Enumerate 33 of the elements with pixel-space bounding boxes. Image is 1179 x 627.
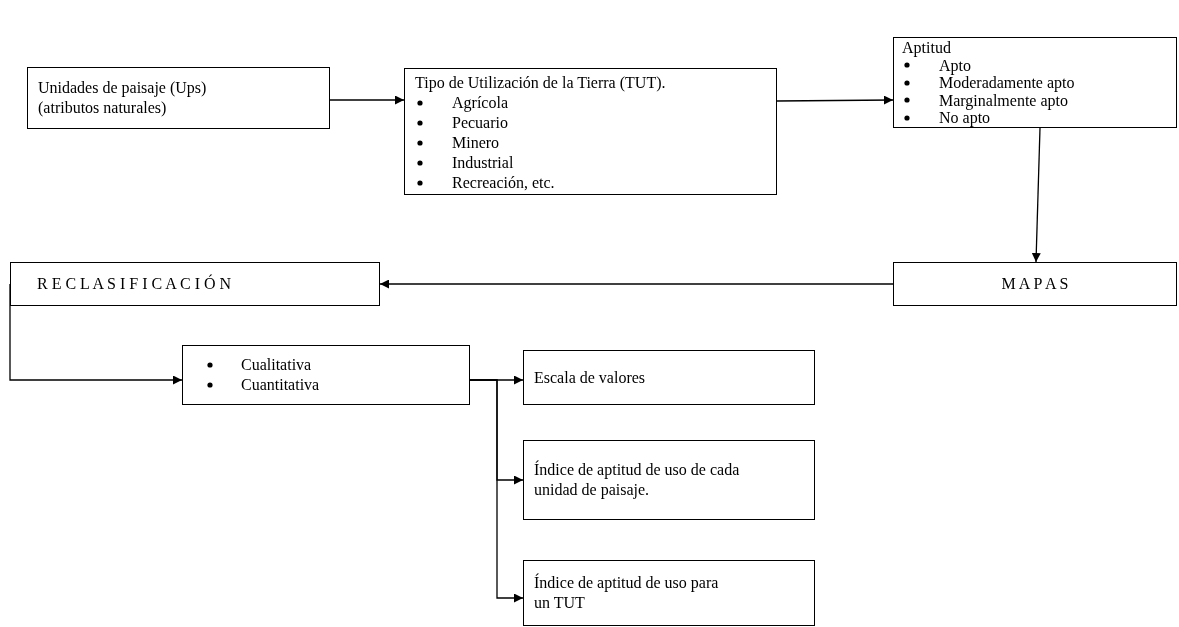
list-item-text: No apto	[939, 109, 991, 126]
process-box	[523, 440, 815, 520]
process-box	[182, 345, 470, 405]
list-item-text: Recreación, etc.	[452, 174, 555, 191]
list-item-text: Apto	[939, 56, 971, 74]
process-box	[893, 262, 1177, 306]
list-item-text: Marginalmente apto	[939, 91, 1068, 109]
process-box	[27, 67, 330, 129]
process-box	[404, 68, 777, 195]
arrow	[329, 95, 405, 105]
process-box	[523, 560, 815, 626]
list-item-text: Cuantitativa	[241, 376, 320, 393]
list-item-text: Moderadamente apto	[939, 74, 1075, 91]
node-text: Escala de valores	[534, 367, 647, 388]
arrow	[469, 379, 524, 603]
node-text: R E C L A S I F I C A C I Ó N	[37, 274, 233, 294]
process-box	[10, 262, 380, 306]
list-item-text: Agrícola	[452, 94, 508, 111]
process-box	[893, 37, 1177, 128]
process-box	[523, 350, 815, 405]
arrow	[379, 279, 894, 289]
list-item-text: Industrial	[452, 154, 514, 171]
node-text: M A P A S	[1001, 274, 1069, 294]
arrow	[1031, 127, 1041, 263]
node-text: Unidades de paisaje (Ups) (atributos naturales)	[38, 78, 208, 118]
node-text: Índice de aptitud de uso para un TUT	[534, 573, 720, 613]
node-text: Aptitud	[902, 39, 952, 57]
list-item-text: Minero	[452, 134, 500, 151]
list-item-text: Cualitativa	[241, 356, 312, 373]
arrow	[776, 95, 894, 105]
node-text: Tipo de Utilización de la Tierra (TUT).	[415, 73, 667, 93]
list-item-text: Pecuario	[452, 114, 508, 131]
node-text: Índice de aptitud de uso de cada unidad de paisaje.	[534, 460, 741, 500]
